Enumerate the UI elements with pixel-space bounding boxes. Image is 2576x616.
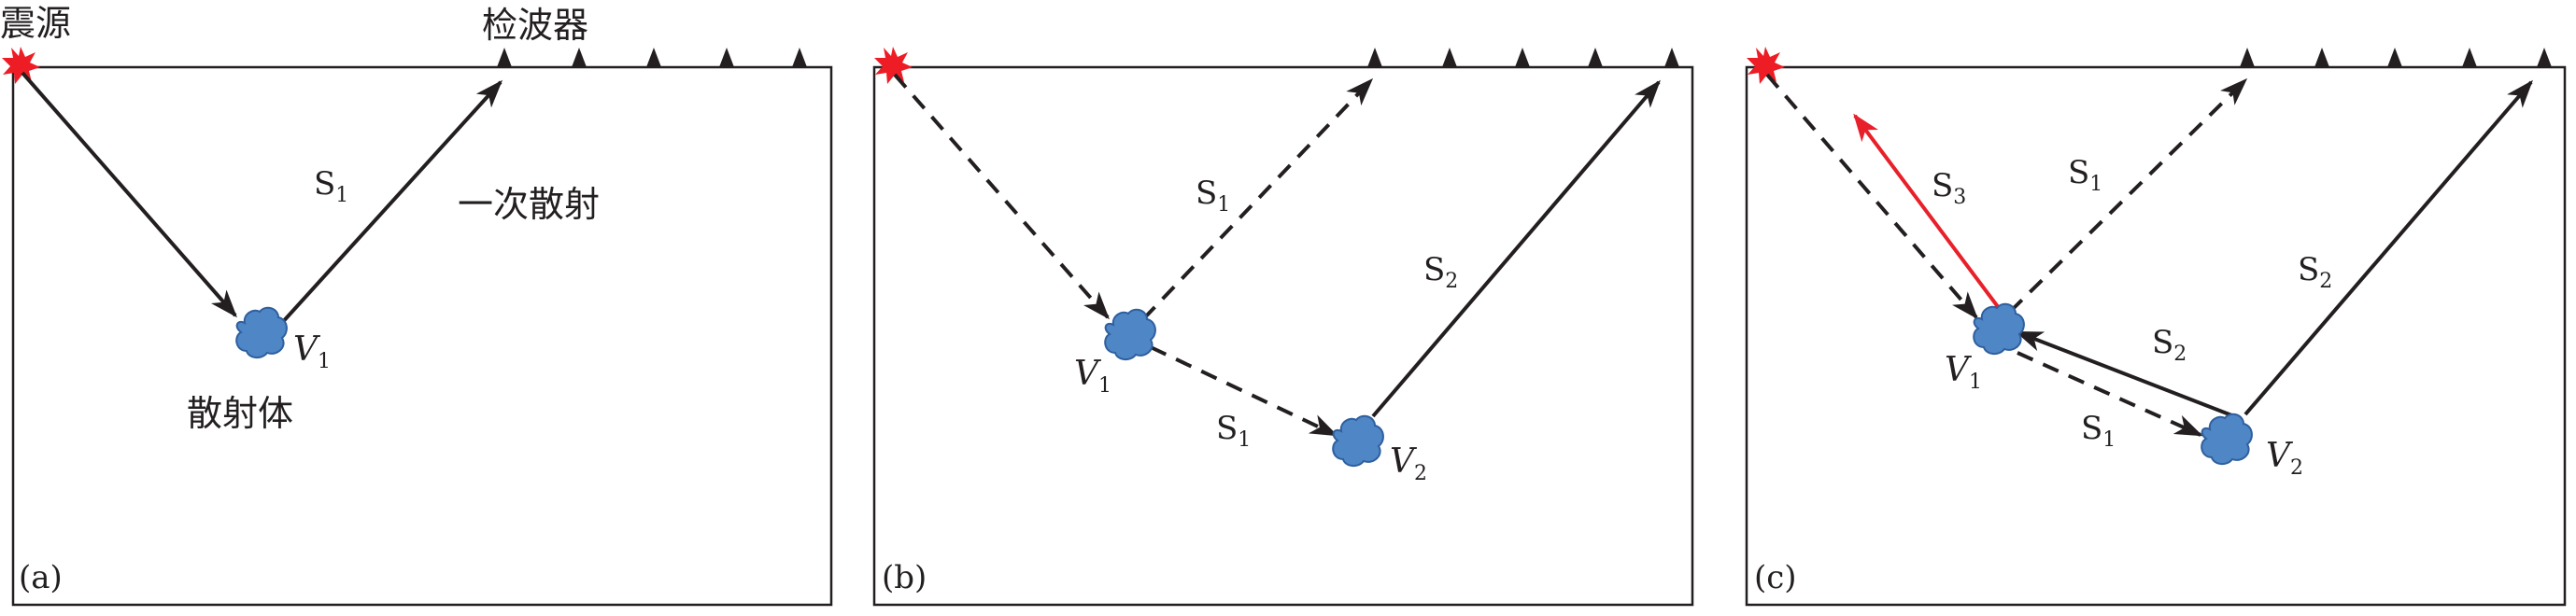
ray-s1-up-dashed [1141,77,1374,321]
source-icon [874,47,913,84]
ray-label-s1-up: S1 [1196,175,1230,217]
receiver-icon [497,48,512,67]
source-icon [1747,47,1785,84]
ray-label-s1-low: S1 [2081,410,2116,452]
receiver-icon [646,48,661,67]
ray-label-s2-mid: S2 [2152,324,2187,366]
receiver-icon [792,48,807,67]
scatterer-v1-label: V1 [293,330,331,373]
ray-s2-right [2243,79,2533,416]
panel-tag-b: (b) [882,559,927,596]
receiver-icon [2462,48,2477,67]
ray-s2 [1371,79,1661,418]
ray-incident-dashed [893,73,1110,320]
receiver-icon [1588,48,1603,67]
scatterer-v2-label: V2 [2266,437,2303,480]
scatterer-v1-label: V1 [1074,355,1111,398]
panel-a-frame [11,65,833,607]
panel-a: 震源 检波器 一次散射 散射体 S1 V1 (a) [0,3,833,607]
ray-s3-red [1853,113,2001,310]
ray-s1 [278,79,503,327]
receiver-icon [1664,48,1679,67]
receiver-icon [1442,48,1457,67]
receiver-icon [1515,48,1530,67]
scatterer-v1-label: V1 [1945,351,1982,394]
ray-label-s1-up: S1 [2068,154,2102,196]
scatterer-v2-icon [2201,413,2253,466]
panel-b-frame [872,65,1694,607]
receiver-icon [2537,48,2552,67]
ray-incident [21,71,237,318]
receiver-icon [719,48,734,67]
receiver-icon [2240,48,2255,67]
ray-label-s2: S2 [1423,251,1458,293]
receiver-icon [572,48,587,67]
receiver-icon [1367,48,1382,67]
ray-label-s1: S1 [314,165,348,207]
scatterer-icon [235,306,288,359]
annotation-label: 一次散射 [458,184,600,225]
ray-s1-up-dashed [2008,77,2248,314]
ray-s1-down-dashed [1150,345,1338,437]
scatterer-v1-icon [1973,302,2025,356]
scatterer-label: 散射体 [187,393,293,434]
panel-c: S3 S1 S2 S2 V1 S1 V2 (c) [1745,47,2567,607]
scatterer-v2-label: V2 [1390,442,1427,485]
receiver-icon [2387,48,2402,67]
ray-label-s3: S3 [1932,167,1966,209]
panel-tag-a: (a) [19,559,63,596]
ray-s1-low-dashed [2017,351,2203,437]
ray-label-s1-down: S1 [1216,410,1251,452]
ray-label-s2-right: S2 [2298,251,2332,293]
ray-incident-dashed [1765,73,1978,320]
source-label: 震源 [0,3,71,44]
receiver-label: 检波器 [482,5,588,46]
source-icon [2,47,40,84]
scatterer-v2-icon [1332,414,1384,468]
receiver-icon [2314,48,2329,67]
panel-tag-c: (c) [1754,559,1797,596]
ray-s2-mid [2015,330,2235,418]
panel-c-frame [1745,65,2567,607]
panel-b: S1 S2 V1 S1 V2 (b) [872,47,1694,607]
